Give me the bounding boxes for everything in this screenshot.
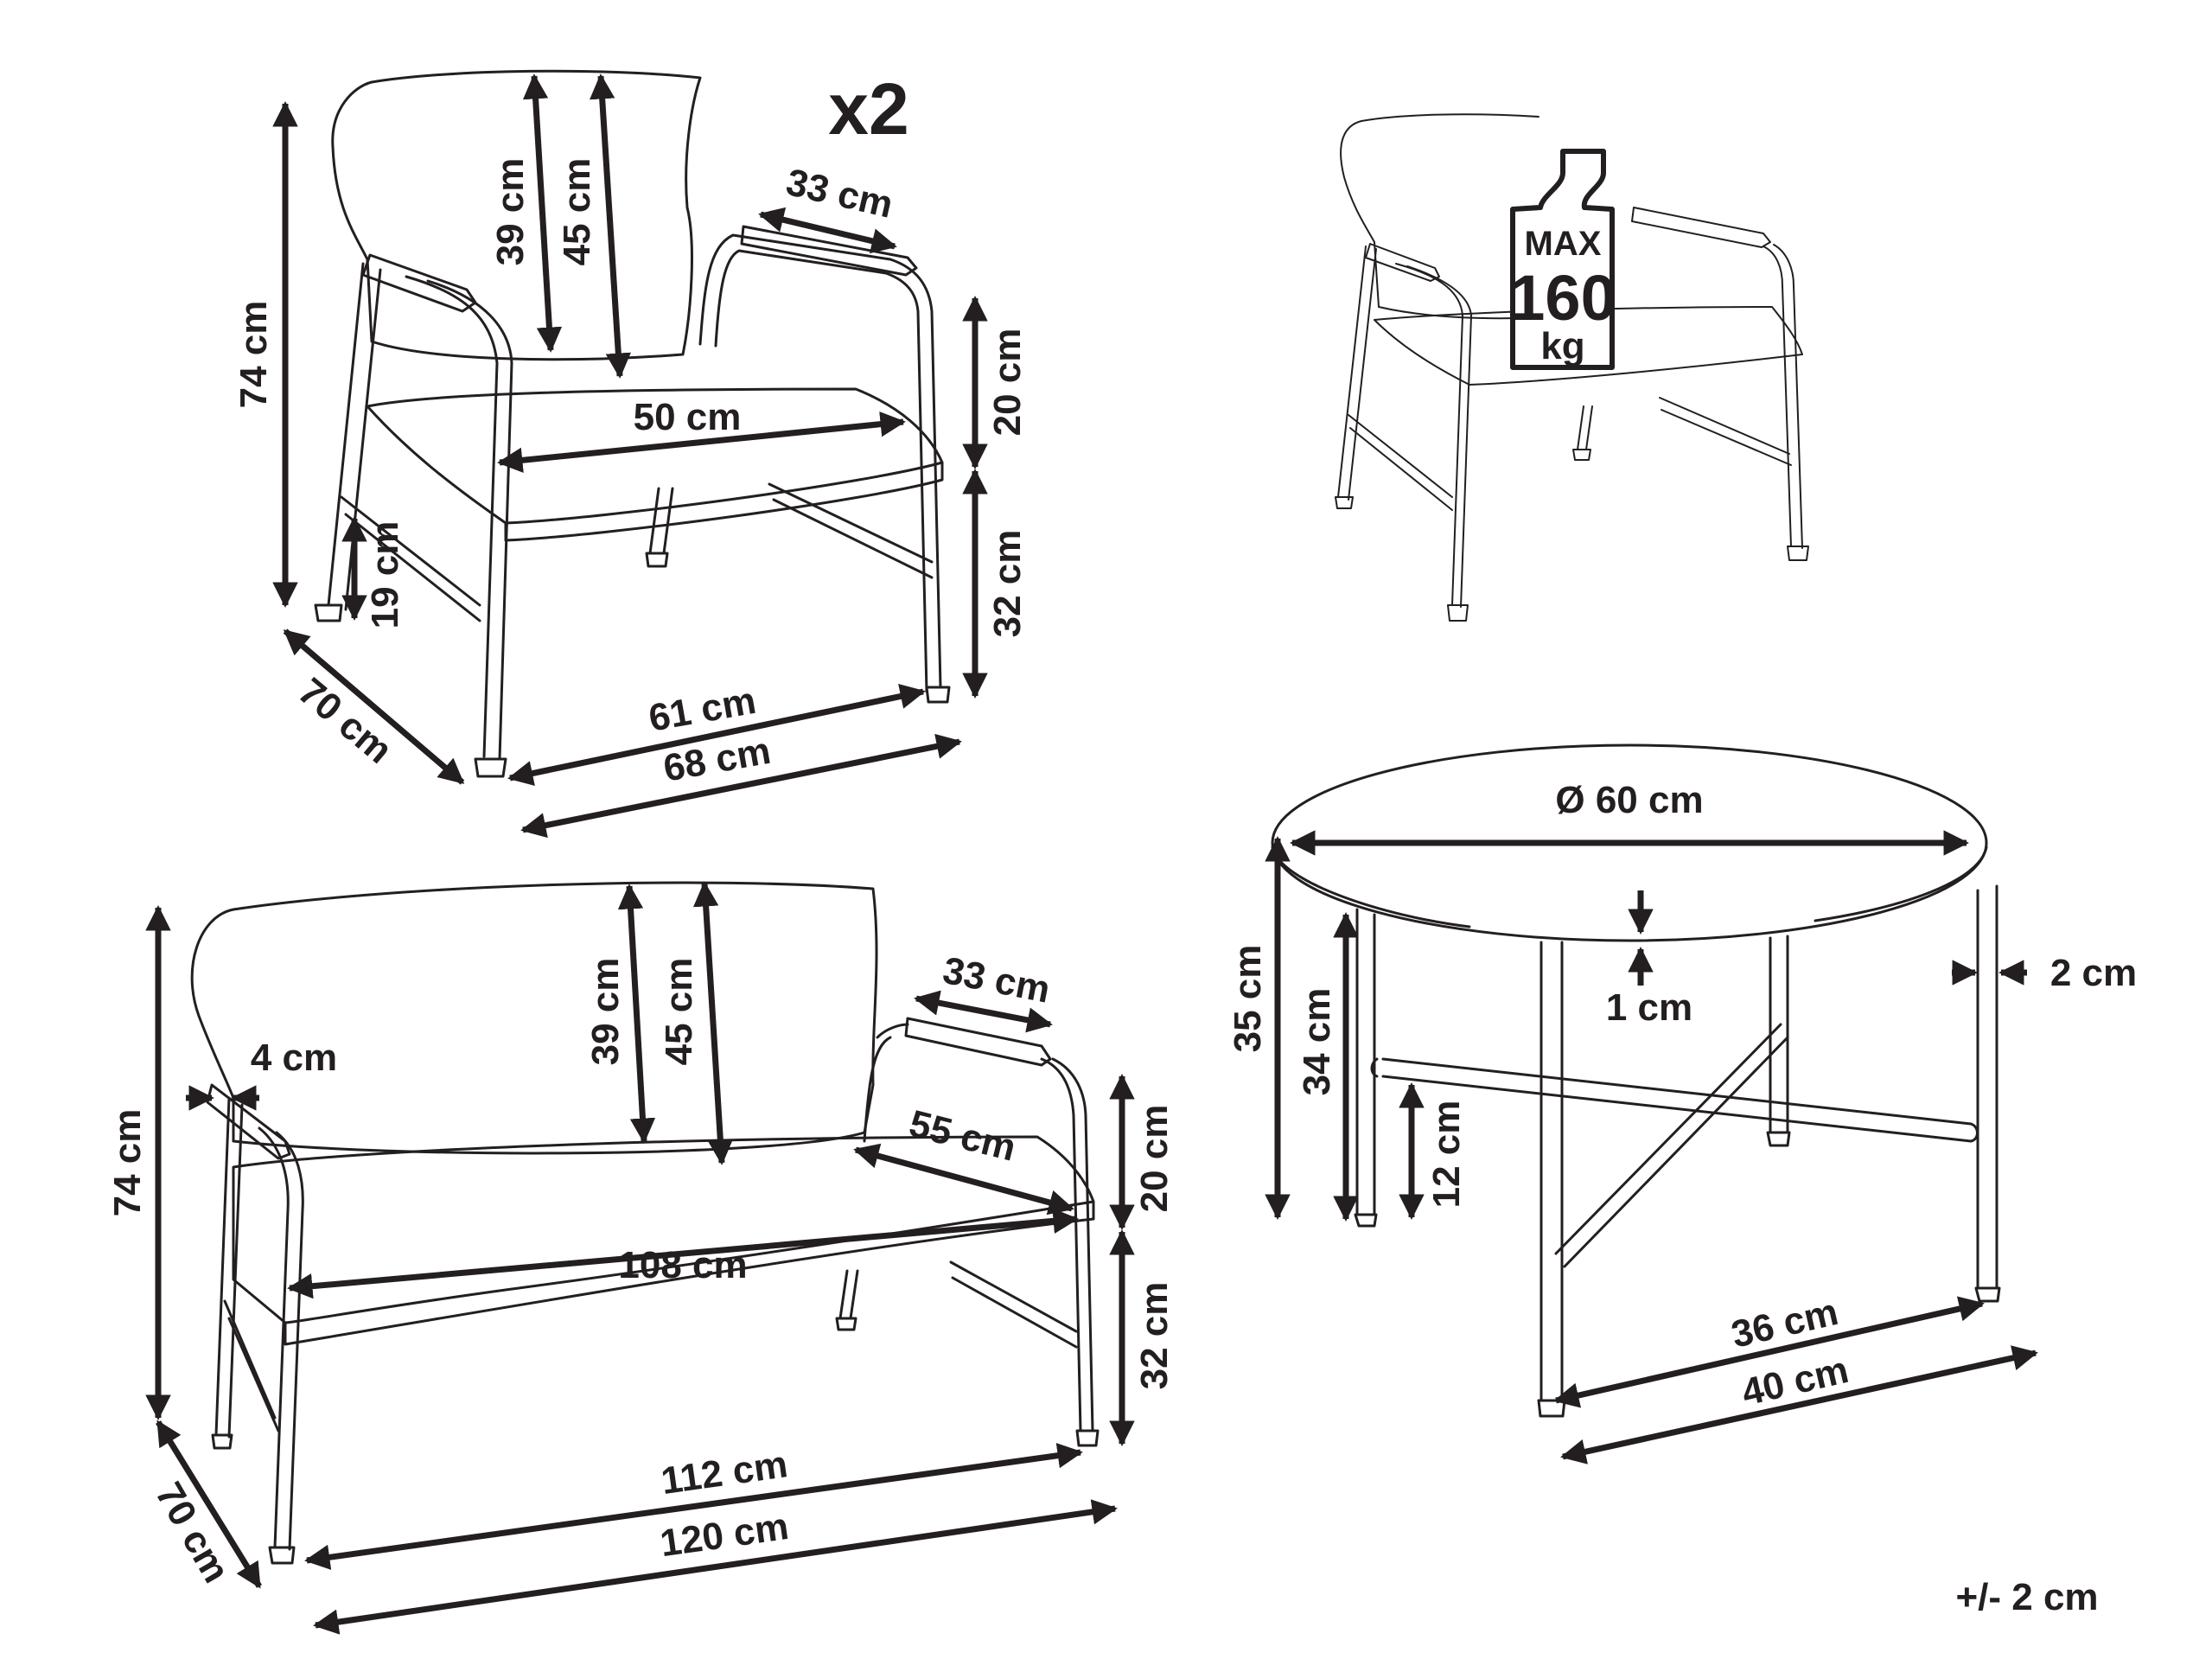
sofa-seat-width-label: 108 cm [618,1244,747,1286]
sofa-back45-arrow [692,881,734,1165]
sofa-outer-width-arrow [313,1499,1118,1635]
sofa-seat-depth-label: 55 cm [905,1102,1020,1170]
table-leg-diameter-label: 2 cm [2050,952,2137,994]
table-top-thickness-label: 1 cm [1606,986,1692,1029]
table-labels: Ø 60 cm 35 cm 34 cm 1 cm 2 cm 12 cm 36 c… [1227,779,2137,1414]
sofa-height-label: 74 cm [106,1109,149,1217]
armchair-seat-width-label: 50 cm [634,396,742,438]
armchair-quantity: x2 [828,68,908,150]
armchair-outer-width-arrow [520,733,962,839]
armchair-arm-height-label: 20 cm [986,329,1029,437]
armchair-armrest-label: 33 cm [782,161,897,227]
table-dimension-lines [1265,830,2038,1464]
weight-icon: MAX 160 kg [1509,149,1616,370]
sofa-back39-label: 39 cm [584,958,627,1066]
sofa-armrest-thickness-label: 4 cm [251,1037,337,1079]
armchair-armrest-arrow [758,207,897,254]
armchair-height-label: 74 cm [233,301,275,409]
armchair-seat-height-label: 32 cm [986,530,1029,638]
sofa-depth-arrow [156,1420,262,1589]
armchair-back39-label: 39 cm [489,158,532,266]
tolerance-note: +/- 2 cm [1955,1576,2098,1618]
armchair-crossbar-label: 19 cm [364,521,406,629]
armchair-depth-arrow [283,629,465,785]
armchair-back39-arrow [522,73,563,353]
table-height-label: 35 cm [1227,945,1269,1053]
sofa-armrest-arrow [914,990,1053,1033]
sofa-back45-label: 45 cm [658,958,700,1066]
table-crossbar-label: 12 cm [1425,1101,1468,1209]
armchair-labels: x2 74 cm 39 cm 45 cm 33 cm 50 cm 20 cm 3… [233,68,1029,790]
armchair-seat-width-arrow [497,412,906,473]
sofa-armrest-label: 33 cm [940,949,1054,1011]
armchair-back45-arrow [590,73,631,379]
weight-max-label: MAX [1525,225,1602,263]
weight-value: 160 [1509,262,1616,334]
sofa-dimension-lines [145,881,1135,1635]
weight-unit: kg [1540,325,1584,367]
sofa-arm-height-label: 20 cm [1133,1105,1176,1213]
table-leg-height-label: 34 cm [1296,988,1338,1096]
table-outer-span-arrow [1560,1345,2038,1464]
armchair-dimension-lines [272,73,988,839]
sofa-seat-depth-arrow [853,1143,1074,1216]
sofa-back39-arrow [617,884,656,1144]
sofa-seat-height-label: 32 cm [1133,1282,1176,1390]
sofa-seat-width-arrow [287,1208,1079,1299]
table-diameter-label: Ø 60 cm [1555,779,1703,821]
armchair-back45-label: 45 cm [556,158,598,266]
